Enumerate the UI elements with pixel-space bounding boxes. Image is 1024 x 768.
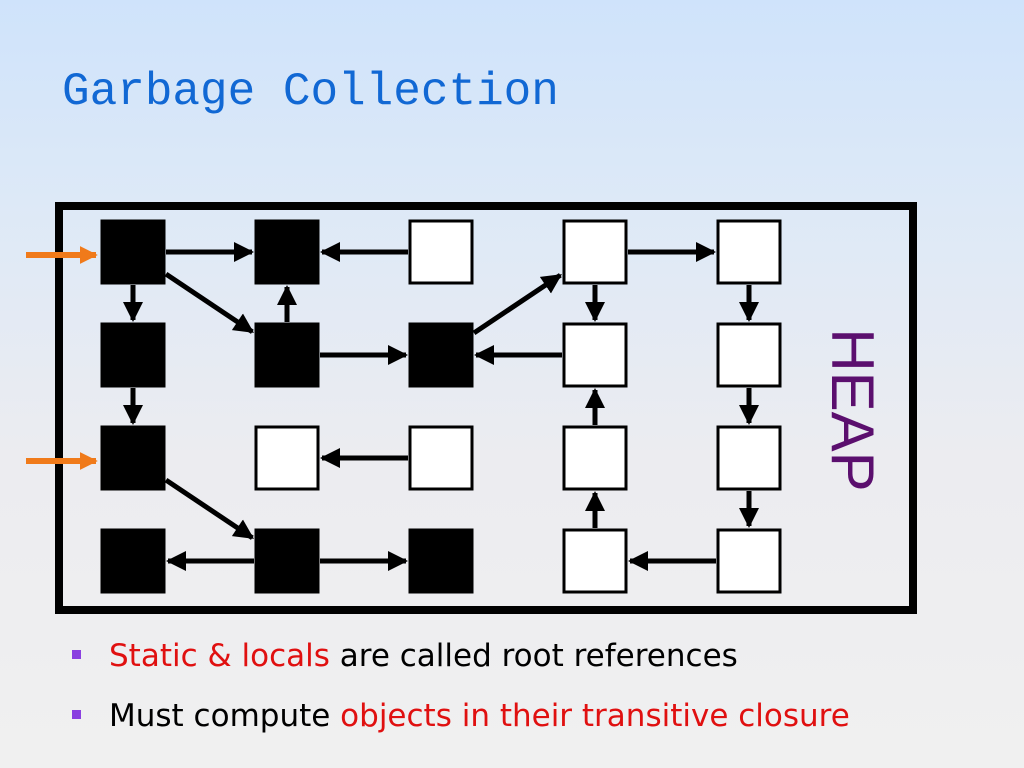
reference-arrow-r2c0-to-r3c1	[164, 477, 254, 540]
bullet-marker-icon	[72, 650, 81, 659]
reachable-object-r2c0	[100, 425, 166, 491]
bullet-2-text: Must compute	[109, 698, 341, 734]
unreachable-object-r1c4	[716, 322, 782, 388]
bullet-2-highlight: objects in their transitive closure	[340, 698, 850, 734]
reference-edges	[123, 242, 759, 571]
unreachable-object-r2c1	[254, 425, 320, 491]
bullet-item-2: Must compute objects in their transitive…	[72, 690, 850, 750]
unreachable-object-r0c4	[716, 219, 782, 285]
unreachable-object-r2c3	[562, 425, 628, 491]
reference-arrow-r1c2-to-r0c3	[472, 273, 563, 336]
unreachable-object-r2c4	[716, 425, 782, 491]
bullet-1-text: are called root references	[329, 638, 738, 674]
reachable-object-r1c1	[254, 322, 320, 388]
unreachable-object-r1c3	[562, 322, 628, 388]
heap-label: HEAP	[819, 328, 886, 491]
reachable-object-r3c1	[254, 528, 320, 594]
bullet-1-highlight: Static & locals	[109, 638, 330, 674]
slide-title: Garbage Collection	[62, 66, 559, 118]
heap-objects	[100, 219, 782, 594]
root-references	[26, 246, 98, 470]
reachable-object-r1c0	[100, 322, 166, 388]
bullet-marker-icon	[72, 710, 81, 719]
reachable-object-r3c2	[408, 528, 474, 594]
heap-border	[55, 202, 917, 614]
reachable-object-r0c0	[100, 219, 166, 285]
unreachable-object-r3c3	[562, 528, 628, 594]
unreachable-object-r0c3	[562, 219, 628, 285]
reachable-object-r1c2	[408, 322, 474, 388]
unreachable-object-r0c2	[408, 219, 474, 285]
bullet-item-1: Static & locals are called root referenc…	[72, 630, 850, 690]
unreachable-object-r2c2	[408, 425, 474, 491]
unreachable-object-r3c4	[716, 528, 782, 594]
reachable-object-r3c0	[100, 528, 166, 594]
bullet-list: Static & locals are called root referenc…	[72, 630, 850, 750]
reachable-object-r0c1	[254, 219, 320, 285]
reference-arrow-r0c0-to-r1c1	[164, 271, 254, 334]
